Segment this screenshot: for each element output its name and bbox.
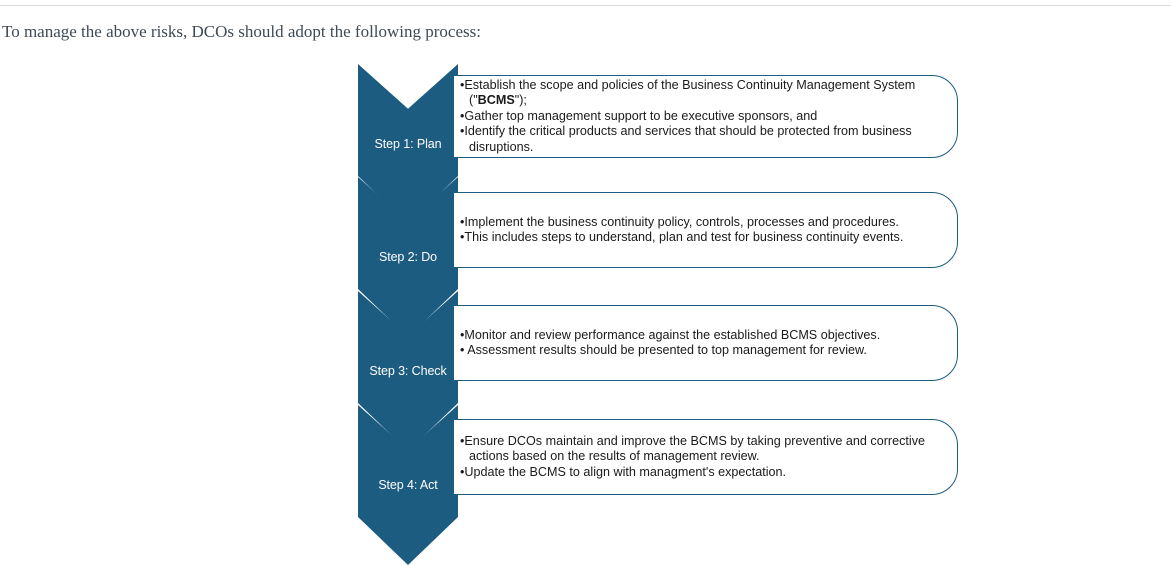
step-textbox-1: •Establish the scope and policies of the… (453, 75, 958, 158)
bullet-item: •This includes steps to understand, plan… (460, 230, 904, 244)
intro-paragraph: To manage the above risks, DCOs should a… (2, 22, 481, 41)
step-textbox-2: •Implement the business continuity polic… (453, 192, 958, 268)
top-divider-rule (0, 5, 1171, 6)
process-step-1: Step 1: Plan •Establish the scope and po… (0, 64, 1171, 224)
bullet-list-step-2: •Implement the business continuity polic… (460, 215, 939, 246)
bullet-item: •Monitor and review performance against … (460, 327, 881, 342)
process-flow-diagram: Step 1: Plan •Establish the scope and po… (0, 58, 1171, 565)
chevron-shape-step-4 (358, 405, 458, 565)
bullet-item: • Assessment results should be presented… (460, 343, 867, 357)
process-step-3: Step 3: Check •Monitor and review perfor… (0, 291, 1171, 451)
step-textbox-4: •Ensure DCOs maintain and improve the BC… (453, 419, 958, 495)
bullet-item: •Update the BCMS to align with managment… (460, 464, 787, 479)
bullet-list-step-3: •Monitor and review performance against … (460, 328, 939, 359)
bullet-item: •Identify the critical products and serv… (460, 124, 912, 154)
bullet-list-step-4: •Ensure DCOs maintain and improve the BC… (460, 434, 939, 480)
bullet-item: •Ensure DCOs maintain and improve the BC… (460, 433, 925, 464)
bullet-list-step-1: •Establish the scope and policies of the… (460, 78, 939, 155)
process-step-4: Step 4: Act •Ensure DCOs maintain and im… (0, 405, 1171, 565)
bullet-item: •Establish the scope and policies of the… (460, 77, 916, 108)
bullet-item: •Implement the business continuity polic… (460, 214, 899, 229)
bullet-item: •Gather top management support to be exe… (460, 108, 818, 123)
step-textbox-3: •Monitor and review performance against … (453, 305, 958, 381)
